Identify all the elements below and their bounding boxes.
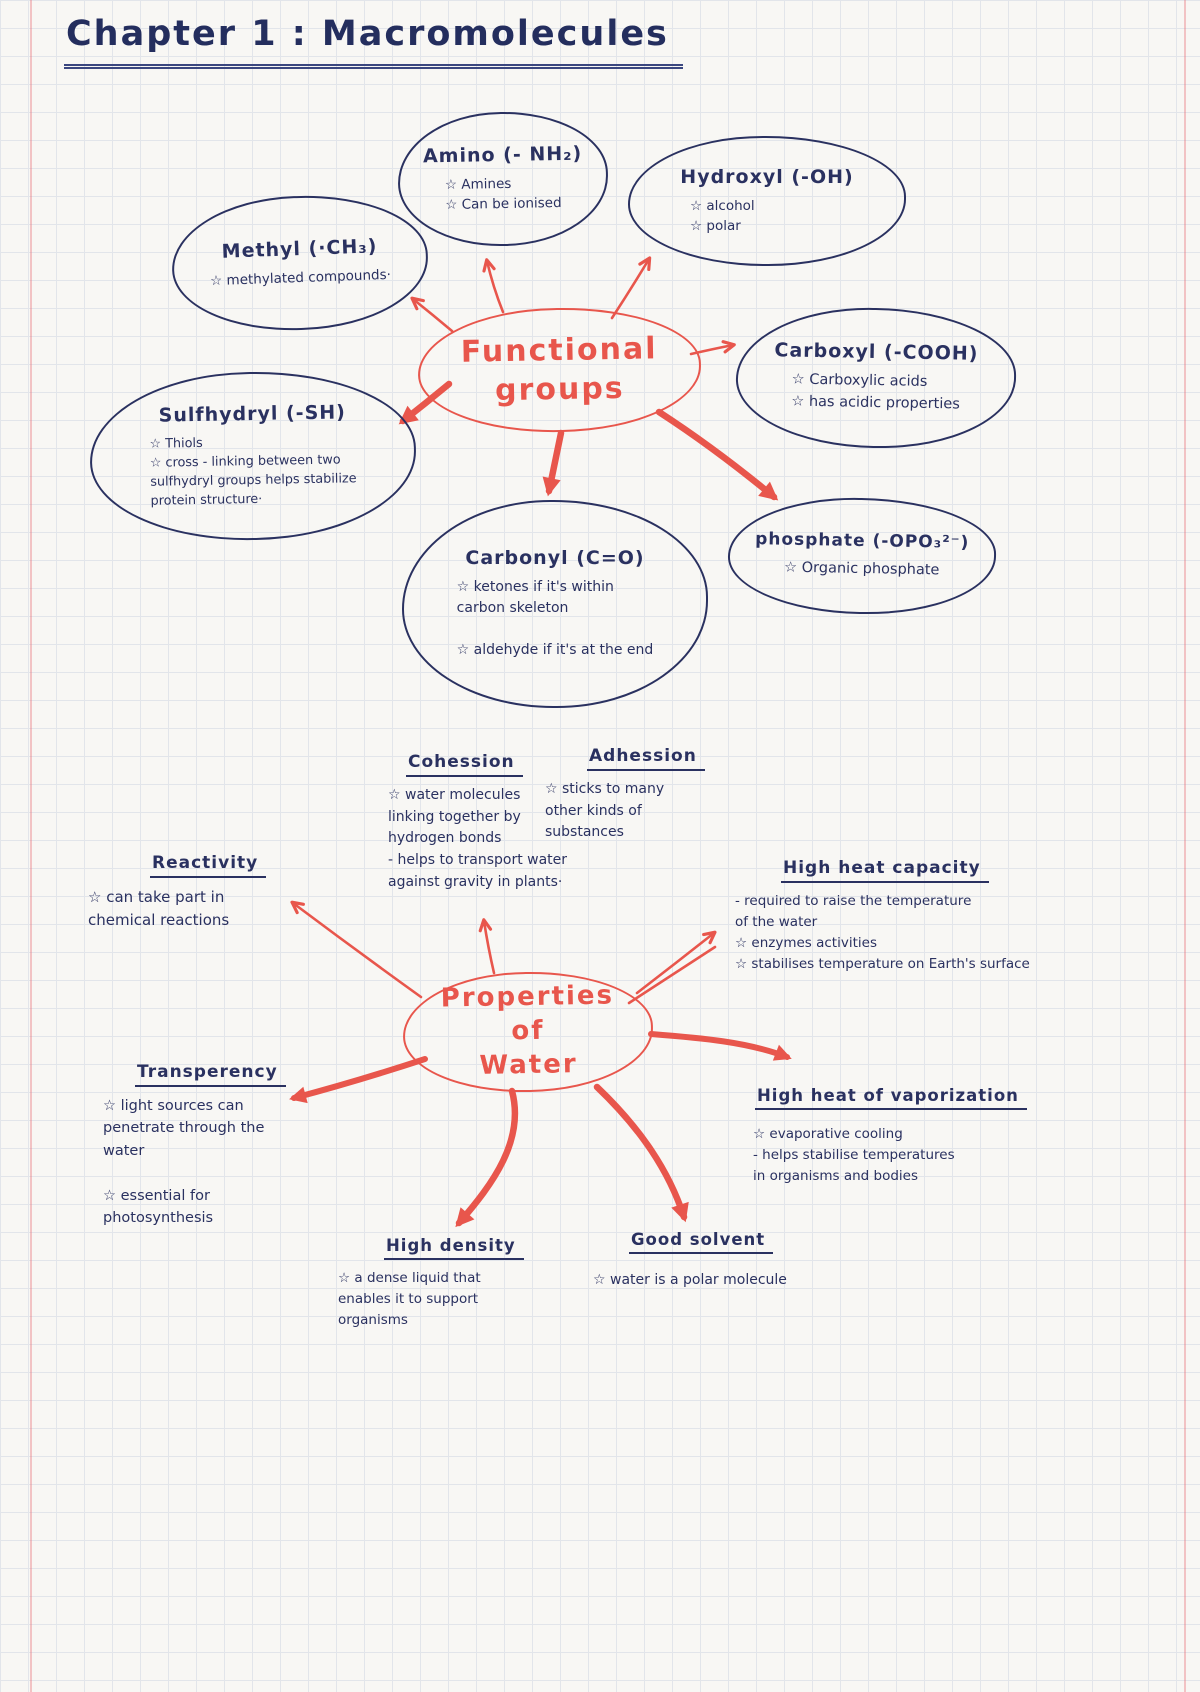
section-high-density-notes: ☆ a dense liquid that enables it to supp… — [338, 1270, 481, 1328]
arrow-functional-to-methyl — [410, 296, 454, 333]
functional-groups-center-ellipse: Functional groups — [416, 305, 703, 435]
node-methyl-title: Methyl (·CH₃) — [221, 235, 378, 263]
right-margin-line — [1184, 0, 1186, 1692]
arrow-water-to-reactivity — [290, 900, 423, 999]
properties-of-water-center-ellipse: Properties of Water — [401, 969, 655, 1095]
section-reactivity-title: Reactivity — [150, 853, 267, 878]
section-good-solvent-title: Good solvent — [629, 1230, 774, 1254]
functional-groups-label: Functional groups — [460, 331, 658, 409]
page-title: Chapter 1 : Macromolecules — [64, 14, 683, 69]
section-adhesion-title: Adhession — [587, 746, 705, 771]
section-cohesion-title: Cohession — [406, 752, 523, 777]
node-sulfhydryl-notes: ☆ Thiols ☆ cross - linking between two s… — [149, 435, 357, 509]
node-amino: Amino (- NH₂) ☆ Amines ☆ Can be ionised — [396, 110, 610, 248]
section-adhesion: Adhession ☆ sticks to many other kinds o… — [545, 746, 720, 844]
section-reactivity-notes: ☆ can take part in chemical reactions — [88, 888, 230, 930]
section-good-solvent: Good solvent ☆ water is a polar molecule — [593, 1230, 853, 1292]
section-transparency: Transperency ☆ light sources can penetra… — [103, 1062, 318, 1230]
arrow-functional-to-carbonyl — [542, 429, 565, 497]
section-high-density-title: High density — [384, 1236, 524, 1260]
node-sulfhydryl: Sulfhydryl (-SH) ☆ Thiols ☆ cross - link… — [88, 369, 418, 543]
node-carbonyl-title: Carbonyl (C=O) — [465, 547, 645, 569]
node-phosphate-title: phosphate (-OPO₃²⁻) — [754, 529, 970, 553]
arrow-water-to-vaporization — [648, 1031, 792, 1061]
node-phosphate-notes: ☆ Organic phosphate — [783, 559, 940, 579]
section-high-heat-capacity-title: High heat capacity — [781, 858, 989, 883]
arrow-functional-to-hydroxyl — [610, 256, 652, 320]
section-high-heat-capacity: High heat capacity - required to raise t… — [735, 858, 1080, 975]
section-reactivity: Reactivity ☆ can take part in chemical r… — [88, 853, 298, 933]
arrow-water-to-cohesion — [478, 918, 496, 975]
section-transparency-title: Transperency — [135, 1062, 286, 1087]
node-amino-title: Amino (- NH₂) — [422, 142, 583, 168]
section-transparency-notes: ☆ light sources can penetrate through th… — [103, 1098, 265, 1227]
node-methyl: Methyl (·CH₃) ☆ methylated compounds· — [169, 191, 431, 335]
arrow-water-to-density — [455, 1087, 519, 1228]
node-carboxyl-notes: ☆ Carboxylic acids ☆ has acidic properti… — [791, 371, 960, 413]
section-high-heat-vaporization-notes: ☆ evaporative cooling - helps stabilise … — [753, 1126, 955, 1184]
properties-of-water-label: Properties of Water — [440, 980, 615, 1081]
section-high-heat-vaporization-title: High heat of vaporization — [755, 1086, 1027, 1110]
section-high-density: High density ☆ a dense liquid that enabl… — [338, 1236, 538, 1331]
arrow-functional-to-phosphate — [655, 408, 779, 501]
node-methyl-notes: ☆ methylated compounds· — [209, 266, 392, 290]
section-adhesion-notes: ☆ sticks to many other kinds of substanc… — [545, 781, 665, 841]
section-cohesion-notes: ☆ water molecules linking together by hy… — [388, 787, 568, 890]
node-hydroxyl-title: Hydroxyl (-OH) — [680, 165, 854, 188]
node-carboxyl: Carboxyl (-COOH) ☆ Carboxylic acids ☆ ha… — [734, 305, 1018, 451]
node-carbonyl: Carbonyl (C=O) ☆ ketones if it's within … — [402, 500, 708, 708]
arrow-water-to-heat-capacity — [635, 930, 717, 995]
section-cohesion: Cohession ☆ water molecules linking toge… — [388, 752, 608, 893]
section-good-solvent-notes: ☆ water is a polar molecule — [593, 1272, 787, 1288]
section-high-heat-vaporization: High heat of vaporization ☆ evaporative … — [743, 1086, 1028, 1187]
arrow-functional-to-amino — [482, 258, 505, 314]
section-high-heat-capacity-notes: - required to raise the temperature of t… — [735, 893, 1030, 972]
arrow-water-to-heat-capacity-2 — [627, 945, 717, 1005]
node-sulfhydryl-title: Sulfhydryl (-SH) — [158, 400, 347, 427]
node-carboxyl-title: Carboxyl (-COOH) — [774, 339, 979, 366]
node-amino-notes: ☆ Amines ☆ Can be ionised — [444, 175, 562, 214]
node-carbonyl-notes: ☆ ketones if it's within carbon skeleton… — [456, 579, 654, 658]
node-hydroxyl: Hydroxyl (-OH) ☆ alcohol ☆ polar — [628, 136, 906, 266]
node-phosphate: phosphate (-OPO₃²⁻) ☆ Organic phosphate — [727, 495, 997, 617]
node-hydroxyl-notes: ☆ alcohol ☆ polar — [690, 197, 755, 234]
arrow-water-to-solvent — [593, 1083, 689, 1223]
left-margin-line — [30, 0, 32, 1692]
